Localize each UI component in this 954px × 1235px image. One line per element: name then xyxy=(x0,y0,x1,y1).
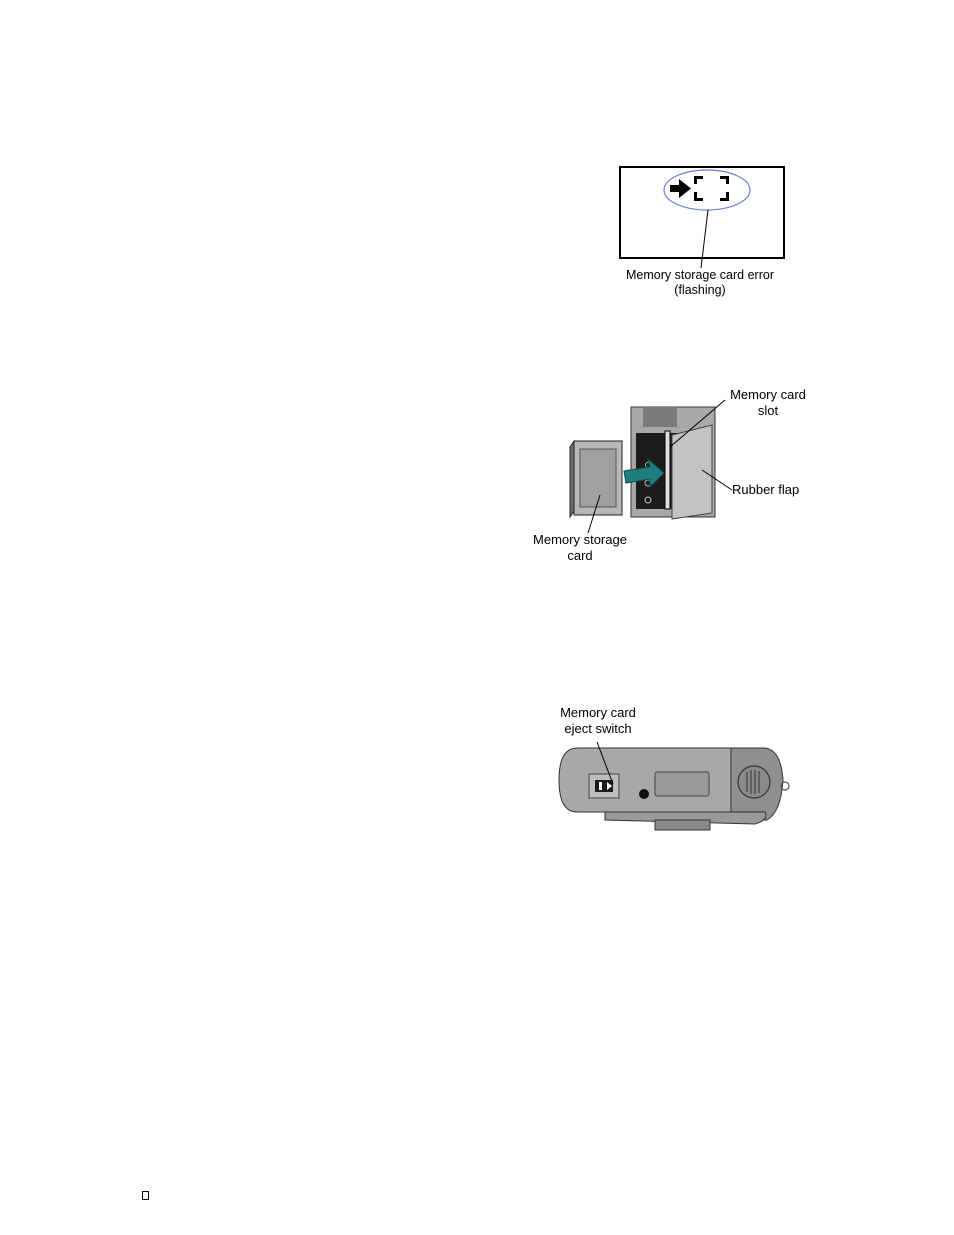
eject-switch-figure xyxy=(558,741,790,831)
battery-door xyxy=(654,771,710,797)
callout-line xyxy=(700,209,709,269)
mode-dial xyxy=(737,765,771,799)
rubber-flap-label: Rubber flap xyxy=(732,482,800,497)
card-error-icon xyxy=(694,176,729,201)
eject-switch-label-line2: eject switch xyxy=(564,721,632,736)
slot-callout-line xyxy=(669,399,726,448)
memory-storage-card-label: Memory storage card xyxy=(522,532,638,564)
memory-card-slot xyxy=(664,430,671,510)
card-error-label-line2: (flashing) xyxy=(674,283,726,297)
insert-arrow-icon xyxy=(623,457,665,489)
memory-storage-card-label-line1: Memory storage xyxy=(533,532,627,547)
rubber-flap xyxy=(671,424,713,520)
eject-switch-label-line1: Memory card xyxy=(560,705,636,720)
memory-storage-card-label-line2: card xyxy=(567,548,593,563)
memory-card-slot-label-line1: Memory card xyxy=(730,387,806,402)
eject-switch-label: Memory card eject switch xyxy=(548,705,648,737)
callout-ellipse xyxy=(663,169,751,211)
lcd-panel xyxy=(619,166,785,259)
flap-callout-line xyxy=(701,469,733,491)
memory-card-slot-label-line2: slot xyxy=(757,403,779,418)
card-callout-line xyxy=(587,494,601,534)
card-slot-figure xyxy=(569,399,733,534)
card-error-label-line1: Memory storage card error xyxy=(626,268,774,282)
page-marker-box xyxy=(142,1191,149,1200)
lcd-error-figure xyxy=(619,166,785,269)
tripod-socket xyxy=(639,789,649,799)
eject-callout-line xyxy=(596,741,614,785)
arrow-right-icon xyxy=(670,179,691,198)
card-error-label: Memory storage card error (flashing) xyxy=(612,268,788,298)
memory-card-slot-label: Memory card slot xyxy=(718,387,818,419)
memory-storage-card xyxy=(569,440,623,519)
